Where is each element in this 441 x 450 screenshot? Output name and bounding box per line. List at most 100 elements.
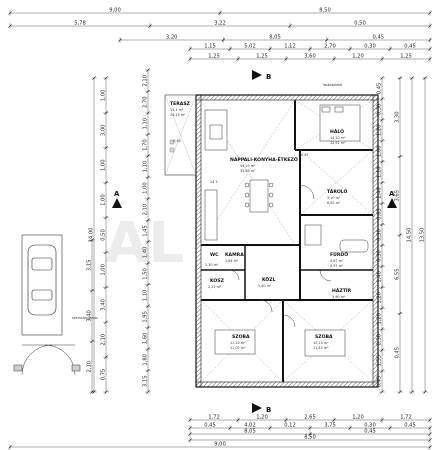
- room-area: 24,15 m²: [170, 113, 186, 117]
- dimension-value: 1,00: [100, 194, 106, 206]
- dimension-value: 9,00: [109, 7, 121, 13]
- doors: [228, 184, 332, 328]
- dimension-value: 1,25: [256, 53, 268, 59]
- dimension-value: 3,75: [324, 422, 336, 428]
- dimension-value: 8,50: [319, 7, 331, 13]
- dimension-value: 0,75: [100, 369, 106, 381]
- dimension-value: 1,72: [400, 414, 412, 420]
- watermark: AL: [105, 211, 184, 276]
- room-name: SZOBA: [315, 334, 333, 340]
- dimension-value: 5,78: [74, 20, 86, 26]
- dimension-value: 1,60: [142, 333, 148, 345]
- dimension-value: 0,30: [376, 229, 382, 241]
- dimension-value: 0,12: [284, 422, 296, 428]
- room-area: 14,10 m²: [330, 136, 346, 140]
- room-name: WC: [210, 252, 219, 258]
- exterior-walls: [195, 94, 379, 388]
- room-area: 1,84 m²: [225, 259, 239, 263]
- room-name: TERASZ: [170, 101, 191, 107]
- dimension-value: 1,25: [400, 53, 412, 59]
- dimension-value: 1,20: [352, 414, 364, 420]
- room-area: 1,30 m²: [205, 263, 219, 267]
- dimension-value: 0,30: [364, 422, 376, 428]
- dimension-value: 1,20: [376, 125, 382, 137]
- dimension-value: 0,45: [373, 34, 385, 40]
- dimension-value: 9,00: [214, 441, 226, 447]
- dimension-value: 1,10: [142, 290, 148, 302]
- garage-gate: [13, 344, 81, 376]
- dimension-value: 1,12: [284, 43, 296, 49]
- dimension-value: 1,00: [142, 182, 148, 194]
- room-name: HÁZTÍR: [332, 286, 352, 294]
- dimension-value: 6,55: [394, 268, 400, 280]
- dimension-value: 1,40: [376, 271, 382, 283]
- dimension-value: 14,50: [406, 228, 412, 243]
- room-labels: TERASZ 13,1 m² 24,15 m² NAPPALI-KONYHA-É…: [170, 101, 352, 350]
- room-name: HÁLÓ: [330, 128, 344, 135]
- dimension-value: 0,30: [364, 43, 376, 49]
- room-name: SZOBA: [232, 334, 250, 340]
- dimension-value: 3,60: [304, 53, 316, 59]
- dimension-value: 3,40: [86, 310, 92, 322]
- dimension-value: 1,15: [204, 43, 216, 49]
- dimension-value: 0,45: [404, 422, 416, 428]
- dimension-value: 0,30: [376, 250, 382, 262]
- dimension-value: 1,50: [142, 268, 148, 280]
- dimension-value: 0,50: [100, 229, 106, 241]
- room-name: NAPPALI-KONYHA-ÉTKEZŐ: [230, 155, 298, 163]
- room-area: 2,22 m²: [208, 285, 222, 289]
- dimension-value: 13,50: [419, 228, 425, 243]
- car-icon: [27, 244, 57, 316]
- dimension-value: 0,45: [376, 376, 382, 388]
- dimension-value: 2,65: [304, 414, 316, 420]
- room-area: 13,1 m²: [170, 108, 184, 112]
- room-area: 4,97 m²: [330, 264, 344, 268]
- section-marker: B: [266, 73, 271, 81]
- dimension-value: 1,00: [376, 145, 382, 157]
- dimension-value: 1,10: [142, 118, 148, 130]
- dimension-value: 0,30: [376, 104, 382, 116]
- dimension-value: 1,95: [142, 311, 148, 323]
- furniture: [204, 104, 369, 357]
- room-area: 12,91 m²: [330, 141, 346, 145]
- dimension-value: 0,45: [404, 43, 416, 49]
- section-marker: A: [389, 190, 395, 198]
- dimension-value: 1,20: [352, 53, 364, 59]
- level-label: -0,40: [172, 139, 181, 143]
- dimension-value: 8,50: [304, 434, 316, 440]
- dimension-value: 1,10: [142, 161, 148, 173]
- room-area: 33,85 m²: [240, 169, 256, 173]
- dimension-value: 4,02: [244, 422, 256, 428]
- section-markers: A A B B: [112, 70, 397, 414]
- dimension-value: 1,70: [142, 139, 148, 151]
- dimension-value: 3,20: [166, 34, 178, 40]
- room-name: KÖZL: [262, 276, 276, 283]
- garage-outline: [21, 234, 63, 336]
- dimension-value: 2,10: [142, 204, 148, 216]
- dimension-value: 2,10: [100, 334, 106, 346]
- room-area: 11,10 m²: [230, 341, 246, 345]
- room-name: KAMRA: [225, 252, 244, 258]
- room-area: 11,45 m²: [313, 346, 329, 350]
- dimension-value: 1,25: [208, 53, 220, 59]
- dimension-value: 0,65: [376, 208, 382, 220]
- room-area: 12,23 m²: [313, 341, 329, 345]
- garage-label: szerszámosház: [72, 316, 98, 320]
- sill-label: lesketolakó: [323, 83, 342, 87]
- room-name: FÜRDŐ: [330, 251, 348, 258]
- dimension-value: 1,45: [142, 225, 148, 237]
- dimension-value: 1,80: [142, 354, 148, 366]
- dimension-value: 0,45: [204, 422, 216, 428]
- dimension-value: 1,55: [376, 355, 382, 367]
- section-marker: B: [266, 406, 271, 414]
- dimension-value: 0,45: [364, 428, 376, 434]
- dimension-value: 0,50: [354, 20, 366, 26]
- dimension-value: 0,30: [376, 334, 382, 346]
- dimension-value: 0,45: [376, 83, 382, 95]
- dimension-value: 2,10: [142, 75, 148, 87]
- room-area: 44,25 m²: [240, 164, 256, 168]
- dimension-value: 2,70: [324, 43, 336, 49]
- room-name: KOSZ: [210, 278, 225, 284]
- dimension-value: 3,15: [142, 375, 148, 387]
